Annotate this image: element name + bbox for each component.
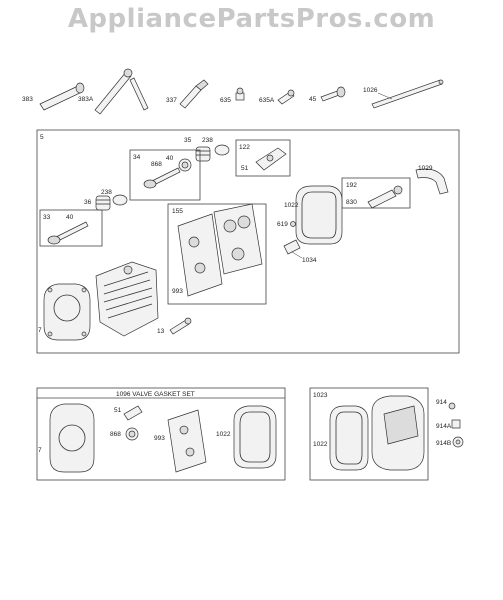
part-45[interactable]: 45 bbox=[309, 86, 346, 103]
label-35: 35 bbox=[184, 137, 192, 144]
part-383A[interactable]: 383A bbox=[78, 68, 149, 115]
vgs-part-51[interactable]: 51 bbox=[114, 405, 143, 421]
seal-868[interactable]: 868 bbox=[151, 158, 192, 172]
retainer-238-top[interactable]: 238 bbox=[202, 137, 230, 156]
vgs-label-993: 993 bbox=[154, 435, 165, 442]
label-192: 192 bbox=[346, 182, 357, 189]
head-gasket-7[interactable]: 7 bbox=[38, 283, 91, 341]
label-238-lower: 238 bbox=[101, 189, 112, 196]
label-868: 868 bbox=[151, 161, 162, 168]
part-635[interactable]: 635 bbox=[220, 87, 245, 104]
part-619[interactable]: 619 bbox=[277, 221, 296, 228]
cover-label-1022: 1022 bbox=[313, 441, 328, 448]
label-155: 155 bbox=[172, 208, 183, 215]
label-40-lower: 40 bbox=[66, 214, 74, 221]
head-plate[interactable] bbox=[213, 203, 263, 275]
box-155: 155 993 bbox=[167, 203, 267, 305]
cover-label-914A: 914A bbox=[436, 423, 452, 430]
box-33: 33 40 bbox=[39, 209, 103, 247]
label-383: 383 bbox=[22, 96, 33, 103]
vgs-label-51: 51 bbox=[114, 407, 122, 414]
vgs-seal-868[interactable]: 868 bbox=[110, 427, 139, 441]
cover-group-frame bbox=[309, 387, 429, 481]
cover-gasket-1022[interactable]: 1022 bbox=[313, 405, 369, 471]
box-122: 122 51 bbox=[235, 139, 291, 177]
valve-gasket-set-title: 1096 VALVE GASKET SET bbox=[116, 391, 195, 398]
part-830[interactable]: 830 bbox=[346, 185, 403, 209]
valve-40-upper[interactable]: 40 bbox=[143, 155, 181, 189]
label-13: 13 bbox=[157, 328, 165, 335]
label-337: 337 bbox=[166, 97, 177, 104]
part-914B[interactable]: 914B bbox=[436, 436, 464, 448]
main-group-5: 5 35 238 34 40 868 bbox=[36, 129, 460, 354]
top-row-parts: 383 383A 337 635 635A bbox=[22, 68, 444, 115]
gasket-993[interactable]: 993 bbox=[172, 213, 223, 297]
rocker-cover[interactable] bbox=[371, 395, 425, 471]
label-51: 51 bbox=[241, 165, 249, 172]
cover-label-914B: 914B bbox=[436, 440, 451, 447]
label-993: 993 bbox=[172, 288, 183, 295]
label-635A: 635A bbox=[259, 97, 275, 104]
label-238-top: 238 bbox=[202, 137, 213, 144]
label-122: 122 bbox=[239, 144, 250, 151]
cover-label-914: 914 bbox=[436, 399, 447, 406]
main-group-label: 5 bbox=[40, 134, 44, 141]
valve-gasket-set-1096: 1096 VALVE GASKET SET 7 51 868 993 1022 bbox=[36, 387, 286, 481]
watermark-text: AppliancePartsPros.com bbox=[67, 4, 436, 34]
valve-spring-36[interactable]: 36 bbox=[84, 195, 111, 211]
valve-gasket-set-frame bbox=[36, 387, 286, 481]
box-34: 34 40 868 bbox=[129, 149, 201, 201]
cover-group-1023: 1023 1022 914 914A 914B bbox=[309, 387, 464, 481]
valve-40-lower[interactable]: 40 bbox=[47, 214, 89, 245]
label-1034: 1034 bbox=[302, 257, 317, 264]
label-1022-main: 1022 bbox=[284, 202, 299, 209]
retainer-238-lower[interactable]: 238 bbox=[101, 189, 128, 206]
part-1034[interactable]: 1034 bbox=[283, 239, 317, 264]
label-45: 45 bbox=[309, 96, 317, 103]
vgs-head-gasket-7[interactable]: 7 bbox=[38, 403, 95, 473]
label-619: 619 bbox=[277, 221, 288, 228]
vgs-label-868: 868 bbox=[110, 431, 121, 438]
valve-spring-35[interactable]: 35 bbox=[184, 137, 211, 162]
gasket-1022-main[interactable]: 1022 bbox=[284, 185, 343, 245]
label-1026: 1026 bbox=[363, 87, 378, 94]
vgs-label-1022: 1022 bbox=[216, 431, 231, 438]
label-34: 34 bbox=[133, 154, 141, 161]
vgs-label-7: 7 bbox=[38, 447, 42, 454]
part-383[interactable]: 383 bbox=[22, 82, 85, 111]
part-1026[interactable]: 1026 bbox=[363, 79, 444, 109]
label-33: 33 bbox=[43, 214, 51, 221]
part-914A[interactable]: 914A bbox=[436, 419, 461, 430]
part-337[interactable]: 337 bbox=[166, 79, 209, 109]
box-192: 192 830 bbox=[341, 177, 411, 209]
label-40-upper: 40 bbox=[166, 155, 174, 162]
part-1029[interactable]: 1029 bbox=[415, 165, 449, 195]
label-36: 36 bbox=[84, 199, 92, 206]
label-7-main: 7 bbox=[38, 327, 42, 334]
cylinder-head[interactable] bbox=[95, 261, 159, 337]
main-group-frame bbox=[36, 129, 460, 354]
label-1029: 1029 bbox=[418, 165, 433, 172]
cover-group-label: 1023 bbox=[313, 392, 328, 399]
bolt-13[interactable]: 13 bbox=[157, 317, 192, 335]
vgs-gasket-993[interactable]: 993 bbox=[154, 409, 207, 473]
part-635A[interactable]: 635A bbox=[259, 89, 295, 105]
part-914[interactable]: 914 bbox=[436, 399, 456, 410]
label-383A: 383A bbox=[78, 96, 94, 103]
label-635: 635 bbox=[220, 97, 231, 104]
label-830: 830 bbox=[346, 199, 357, 206]
vgs-gasket-1022[interactable]: 1022 bbox=[216, 405, 277, 469]
rocker-arm-51[interactable]: 51 bbox=[241, 147, 287, 172]
